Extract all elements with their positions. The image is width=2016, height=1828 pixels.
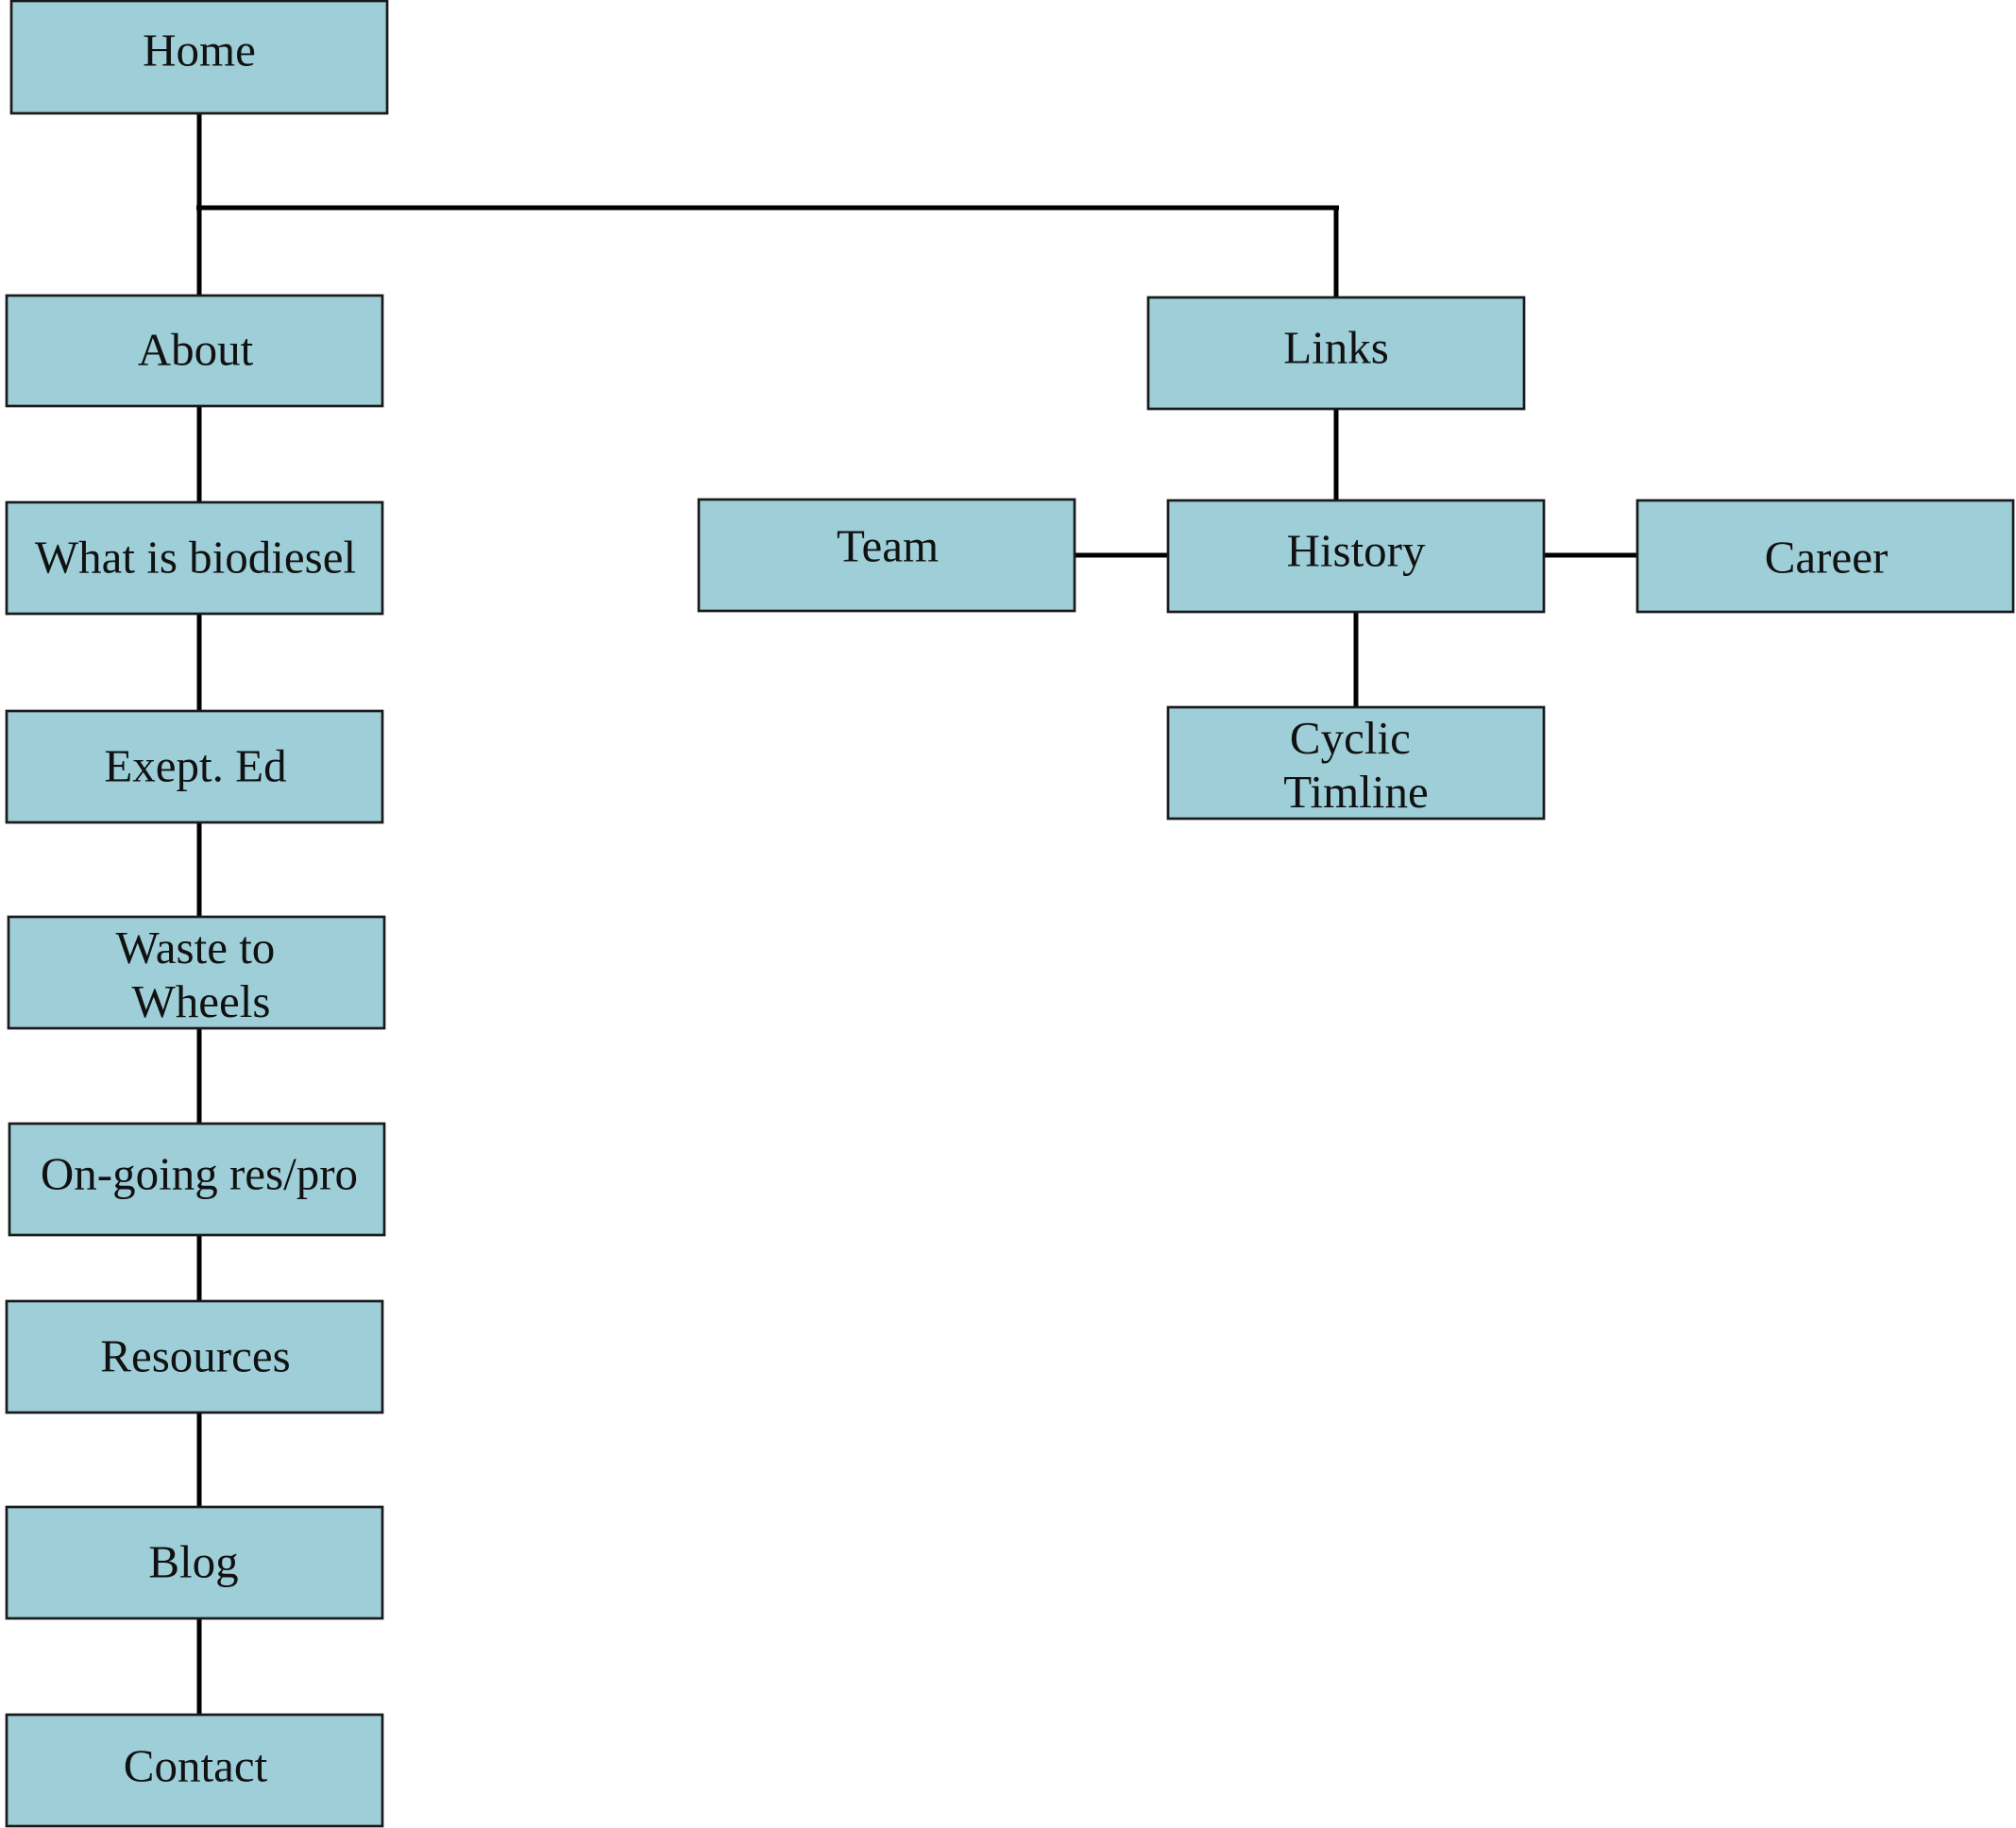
node-home-box (9, 0, 389, 115)
node-history-box (1166, 499, 1546, 614)
node-contact: Contact (5, 1713, 384, 1828)
node-contact-box (5, 1713, 384, 1828)
node-home-label: Home (143, 24, 256, 76)
node-home: Home (9, 0, 389, 115)
node-history-label: History (1287, 524, 1427, 576)
node-cyclic-timline-box (1166, 705, 1546, 821)
node-blog: Blog (5, 1505, 384, 1620)
node-resources: Resources (5, 1299, 384, 1414)
node-career-label: Career (1765, 531, 1889, 583)
node-ongoing-res-pro: On-going res/pro (8, 1122, 386, 1237)
node-exept-ed: Exept. Ed (5, 709, 384, 824)
node-waste-to-wheels-box (7, 915, 386, 1030)
node-what-is-biodiesel-label: What is biodiesel (35, 531, 356, 583)
node-team-box (697, 498, 1076, 613)
node-career: Career (1635, 499, 2015, 614)
node-blog-label: Blog (148, 1535, 238, 1587)
node-links: Links (1146, 296, 1526, 411)
node-exept-ed-label: Exept. Ed (104, 739, 286, 791)
node-cyclic-timline: Cyclic Timline (1166, 705, 1546, 821)
node-ongoing-res-pro-label: On-going res/pro (41, 1147, 358, 1199)
node-about: About (5, 294, 384, 408)
node-about-box (5, 294, 384, 408)
node-waste-to-wheels-line-1: Waste to (115, 922, 275, 973)
node-career-box (1635, 499, 2015, 614)
node-cyclic-timline-label: Cyclic Timline (1283, 712, 1428, 818)
node-waste-to-wheels-line-2: Wheels (132, 975, 271, 1027)
node-links-box (1146, 296, 1526, 411)
node-resources-box (5, 1299, 384, 1414)
node-blog-box (5, 1505, 384, 1620)
node-exept-ed-box (5, 709, 384, 824)
node-cyclic-timline-line-2: Timline (1283, 766, 1428, 818)
node-history: History (1166, 499, 1546, 614)
node-what-is-biodiesel: What is biodiesel (5, 500, 384, 616)
node-waste-to-wheels: Waste to Wheels (7, 915, 386, 1030)
node-team: Team (697, 498, 1076, 613)
connectors (196, 113, 1637, 1715)
node-waste-to-wheels-label: Waste to Wheels (115, 922, 286, 1027)
node-contact-label: Contact (124, 1739, 268, 1791)
node-about-label: About (138, 323, 254, 375)
node-ongoing-res-pro-box (8, 1122, 386, 1237)
node-links-label: Links (1283, 321, 1389, 373)
node-team-label: Team (837, 519, 939, 571)
node-what-is-biodiesel-box (5, 500, 384, 616)
node-cyclic-timline-line-1: Cyclic (1290, 712, 1411, 764)
node-resources-label: Resources (100, 1329, 290, 1381)
